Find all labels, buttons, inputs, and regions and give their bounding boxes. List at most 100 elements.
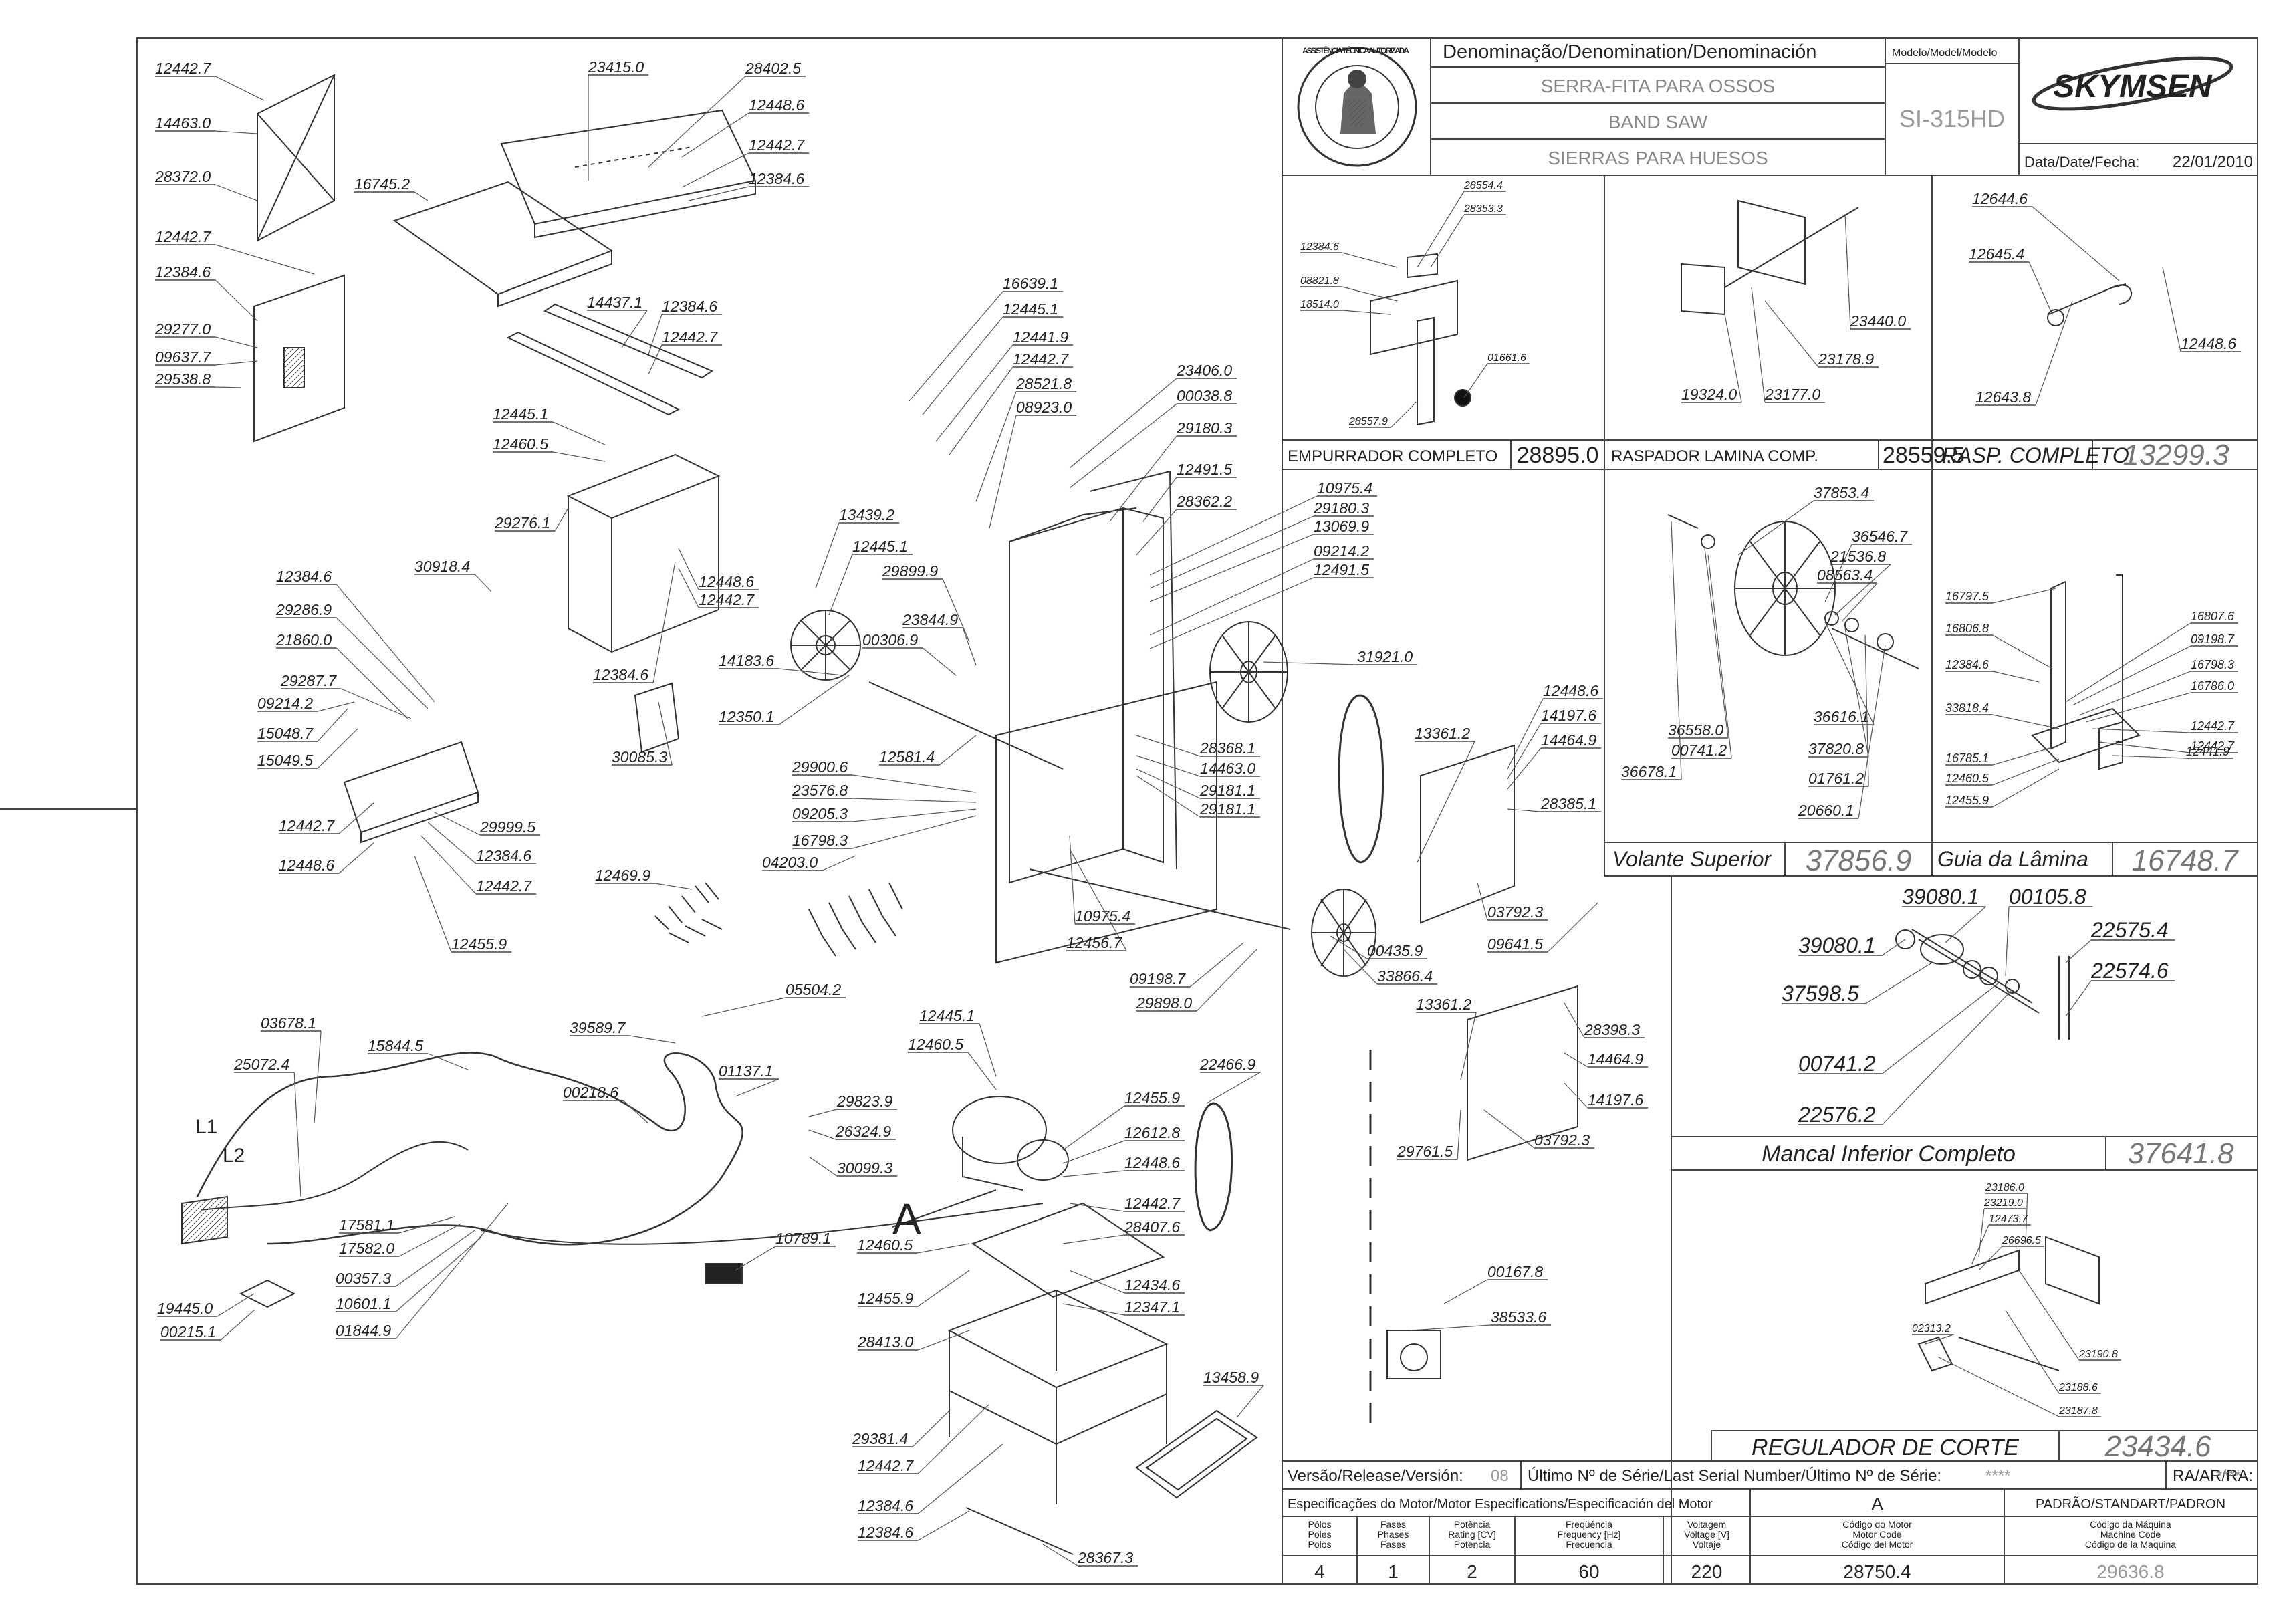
callout-leader (338, 802, 375, 834)
subassembly-code-upper-wheel: 37856.9 (1805, 844, 1911, 877)
part-number-callout: 12384.6 (858, 1497, 913, 1514)
callout-leader (1971, 1224, 1989, 1264)
part-number-callout: 09641.5 (1487, 935, 1543, 953)
part-number-callout: 15049.5 (257, 751, 313, 769)
part-number-callout: 08923.0 (1016, 398, 1072, 416)
subassembly-sketches (1370, 199, 2141, 1372)
part-number-callout: 22575.4 (2090, 918, 2169, 942)
callout-leader (917, 1443, 1003, 1514)
callout-leader (2032, 206, 2120, 281)
callout-leader (852, 774, 977, 793)
part-number-callout: 12448.6 (1543, 682, 1598, 699)
callout-leader (474, 574, 492, 592)
part-number-callout: 21536.8 (1830, 548, 1886, 565)
part-number-callout: 12491.5 (1177, 461, 1232, 478)
date-value: 22/01/2010 (2173, 153, 2253, 171)
part-number-callout: 04203.0 (762, 854, 818, 871)
callout-leader (398, 1223, 462, 1257)
callout-leader (1062, 1105, 1125, 1151)
part-number-callout: 29180.3 (1313, 499, 1369, 517)
spec-header-line: Código del Motor (1842, 1539, 1913, 1550)
part-number-callout: 12384.6 (276, 568, 332, 585)
spec-header-line: Frequency [Hz] (1558, 1529, 1621, 1540)
callout-leader (2025, 1193, 2028, 1244)
callout-leader (917, 1330, 970, 1351)
part-number-callout: 22574.6 (2090, 959, 2169, 983)
part-number-callout: 12460.5 (1945, 772, 1989, 785)
part-number-callout: 16786.0 (2191, 679, 2234, 693)
part-number-callout: 23186.0 (1985, 1182, 2024, 1193)
part-number-callout: 29538.8 (154, 370, 211, 388)
callout-leader (808, 1109, 838, 1117)
callout-leader (1062, 1140, 1125, 1164)
part-number-callout: 23440.0 (1850, 312, 1906, 330)
callout-leader (1841, 582, 1878, 622)
subassembly-code-blade-guide: 16748.7 (2131, 844, 2239, 877)
part-number-callout: 12460.5 (857, 1236, 913, 1254)
part-number-callout: 12448.6 (2181, 335, 2236, 352)
callout-leader (314, 1030, 322, 1124)
callout-leader (1844, 213, 1851, 330)
part-number-callout: 12455.9 (1945, 794, 1989, 807)
callout-leader (1136, 755, 1201, 777)
part-number-callout: 12442.7 (2191, 719, 2235, 733)
callout-leader (1149, 558, 1314, 636)
callout-leader (1671, 521, 1682, 780)
part-number-callout: 13439.2 (839, 506, 894, 524)
part-number-callout: 17581.1 (339, 1216, 394, 1234)
callout-leader (917, 1403, 990, 1474)
callout-leader (336, 617, 429, 709)
part-number-callout: 09198.7 (1130, 970, 1186, 988)
callout-leader (967, 1052, 997, 1090)
callout-leader (1443, 1279, 1488, 1304)
callout-leader (1417, 191, 1465, 268)
callout-leader (1547, 902, 1598, 953)
part-number-callout: 14464.9 (1588, 1050, 1643, 1068)
callout-leader (917, 1510, 970, 1541)
part-number-callout: 12384.6 (858, 1524, 913, 1541)
callout-leader (1109, 435, 1177, 522)
subassembly-name-blade-guide: Guia da Lâmina (1937, 847, 2088, 871)
part-number-callout: 29999.5 (479, 818, 535, 836)
callout-leader (942, 578, 970, 643)
callout-leader (979, 1023, 997, 1077)
part-number-callout: 18514.0 (1300, 299, 1339, 310)
version-value: 08 (1491, 1467, 1509, 1485)
part-number-callout: 09214.2 (257, 695, 313, 712)
callout-leader (935, 344, 1013, 442)
callout-leader (1463, 363, 1488, 398)
callout-leader (1069, 848, 1127, 951)
part-number-callout: 12384.6 (476, 847, 531, 864)
part-number-callout: 12347.1 (1124, 1298, 1180, 1316)
subassembly-code-blade-scraper: 28559.5 (1883, 443, 1965, 468)
part-number-callout: 13361.2 (1415, 725, 1470, 742)
part-number-callout: 10975.4 (1075, 907, 1130, 925)
callout-leader (2085, 692, 2191, 723)
part-number-callout: 29899.9 (882, 562, 938, 580)
part-number-callout: 00038.8 (1177, 387, 1232, 404)
callout-leader (1724, 314, 1742, 403)
part-number-callout: 00741.2 (1798, 1052, 1876, 1076)
callout-leader (1062, 1170, 1125, 1177)
part-number-callout: 12384.6 (749, 170, 804, 187)
callout-leader (1564, 1002, 1585, 1038)
part-number-callout: 01137.1 (719, 1062, 773, 1080)
callout-leader (1507, 808, 1542, 812)
ra-label: RA/AR/RA: (2173, 1467, 2253, 1485)
callout-leader (1477, 882, 1488, 921)
callout-leader (340, 688, 412, 719)
callout-leader (434, 812, 481, 836)
part-number-callout: 12469.9 (595, 866, 650, 884)
part-number-callout: 12442.7 (476, 877, 532, 895)
callout-leader (215, 386, 241, 388)
part-number-callout: 12645.4 (1969, 245, 2024, 263)
callout-leader (1136, 775, 1201, 818)
part-number-callout: 14197.6 (1588, 1091, 1643, 1109)
spec-header-line: Fases (1380, 1519, 1406, 1530)
spec-value: 2 (1467, 1561, 1477, 1582)
part-number-callout: 03792.3 (1534, 1131, 1590, 1149)
spec-header-line: Motor Code (1852, 1529, 1901, 1540)
part-number-callout: 23177.0 (1764, 386, 1820, 403)
callout-leader (1824, 621, 1875, 725)
callout-leader (1263, 661, 1358, 665)
